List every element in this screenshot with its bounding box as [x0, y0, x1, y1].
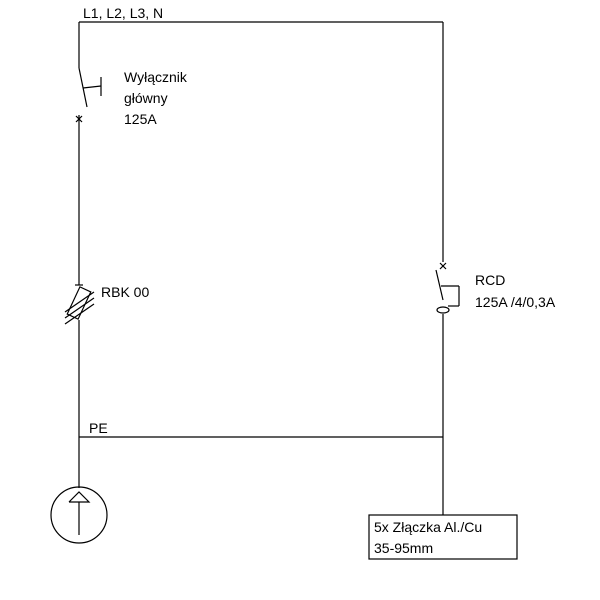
fuse-label: RBK 00 — [101, 284, 149, 300]
main-switch-line2: główny — [124, 90, 168, 106]
main-switch-rating: 125A — [124, 111, 157, 127]
rcd-name: RCD — [475, 272, 505, 288]
top-bus: L1, L2, L3, N — [79, 5, 443, 23]
bus-label: L1, L2, L3, N — [83, 5, 163, 21]
fuse-symbol — [64, 284, 95, 325]
pe-label: PE — [89, 420, 108, 436]
rcd-symbol — [435, 262, 460, 314]
terminal-line1: 5x Złączka Al./Cu — [374, 519, 482, 535]
terminal-block: 5x Złączka Al./Cu 35-95mm — [368, 514, 518, 560]
main-switch-name: Wyłącznik — [124, 69, 188, 85]
supply-meter-symbol — [50, 486, 108, 544]
terminal-line2: 35-95mm — [374, 540, 433, 556]
main-switch-symbol — [75, 67, 102, 123]
rcd-rating: 125A /4/0,3A — [475, 294, 556, 310]
